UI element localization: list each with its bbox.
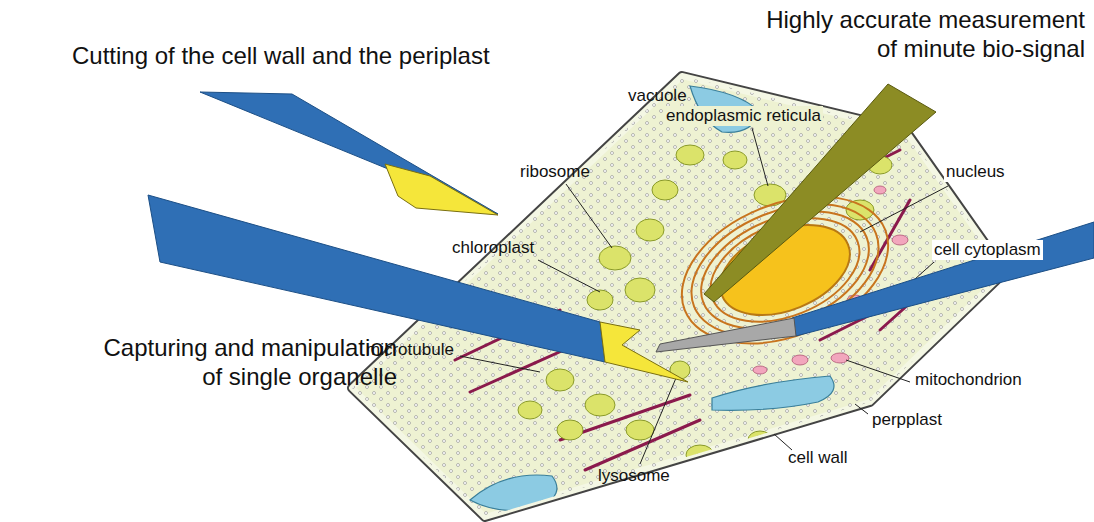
needle-probe	[656, 222, 1094, 352]
part-label: ribosome	[520, 162, 590, 182]
part-label: mitochondrion	[915, 370, 1022, 390]
cutting-probe	[200, 92, 498, 215]
part-label: chloroplast	[452, 238, 534, 258]
part-label: endoplasmic reticula	[664, 106, 823, 126]
heading-label: Capturing and manipulation of single org…	[92, 334, 397, 392]
part-label: perpplast	[872, 410, 942, 430]
heading-label: Highly accurate measurement of minute bi…	[755, 6, 1085, 64]
part-label: microtubule	[366, 340, 454, 360]
part-label: lysosome	[598, 466, 670, 486]
heading-label: Cutting of the cell wall and the peripla…	[72, 42, 490, 71]
part-label: nucleus	[944, 162, 1007, 182]
part-label: vacuole	[628, 86, 687, 106]
part-label: cell cytoplasm	[932, 240, 1043, 260]
part-label: cell wall	[788, 448, 848, 468]
